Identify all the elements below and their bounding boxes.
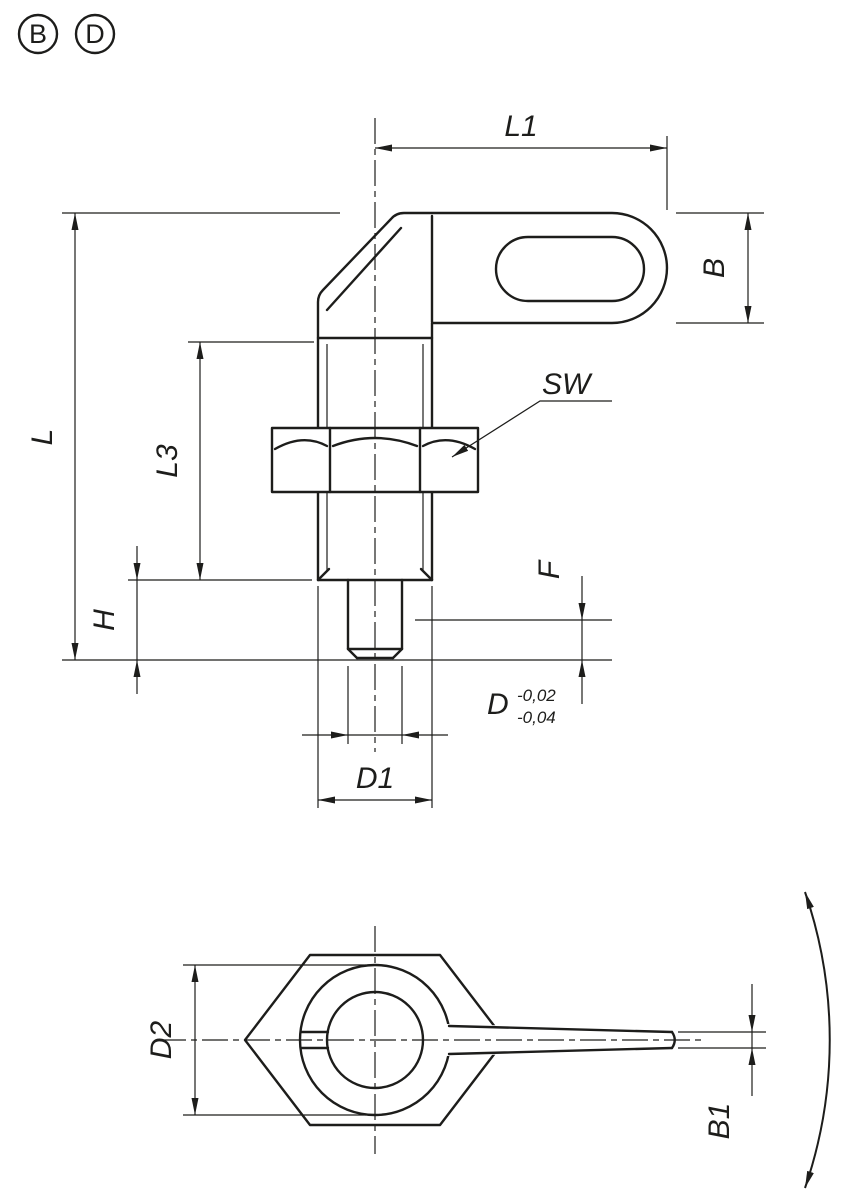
lever-arm-top-edge [447,1024,674,1034]
head-chamfer-edge [325,226,403,312]
bottom-view: D2 B1 [145,891,831,1189]
variant-badges: B D [17,13,116,55]
dim-label-b1: B1 [703,1103,736,1140]
badge-circle-b [17,13,59,55]
dim-label-l3: L3 [151,444,184,478]
dim-h: H [88,546,141,694]
lever-head-outline [316,211,669,340]
leader-sw: SW [451,368,612,458]
dim-label-h: H [88,609,121,631]
badge-circle-d [74,13,116,55]
dim-b: B [676,212,764,324]
dim-label-sw: SW [542,368,593,401]
pin-chamfer-left [346,647,359,660]
dim-label-d-tol-upper: -0,02 [517,686,556,705]
badge-letter-b: B [29,19,47,49]
front-view: L1 B L L3 H [26,110,764,808]
badge-letter-d: D [85,19,105,49]
lever-arm-bottom-edge [447,1046,674,1056]
leader-line [451,400,612,458]
dim-label-d1: D1 [356,762,394,795]
plunger-side-view [270,118,669,752]
dim-label-b: B [698,258,731,278]
dim-label-d-tol-lower: -0,04 [517,708,556,727]
dim-label-l1: L1 [504,110,537,143]
thread-chamfer-right [419,567,434,582]
dim-l1: L1 [375,110,668,210]
dim-d: D -0,02 -0,04 [302,666,556,744]
hex-nut-chamfer-arc-right [421,439,477,451]
rotation-arrow [804,891,831,1189]
dim-l3: L3 [128,341,314,581]
plunger-bottom-view [160,926,702,1154]
dim-d2: D2 [145,964,366,1116]
dim-l: L [26,212,612,661]
lever-slot [494,235,646,303]
pin-chamfer-right [391,647,404,660]
dim-label-d2: D2 [145,1021,178,1060]
thread-chamfer-left [316,567,331,582]
dim-label-l: L [26,429,59,446]
dim-f: F [415,559,612,704]
dim-label-d: D [487,688,509,721]
dim-label-f: F [533,559,566,579]
dim-d1: D1 [317,586,433,808]
hex-nut-chamfer-arc-left [273,439,329,451]
dim-b1: B1 [678,984,766,1139]
